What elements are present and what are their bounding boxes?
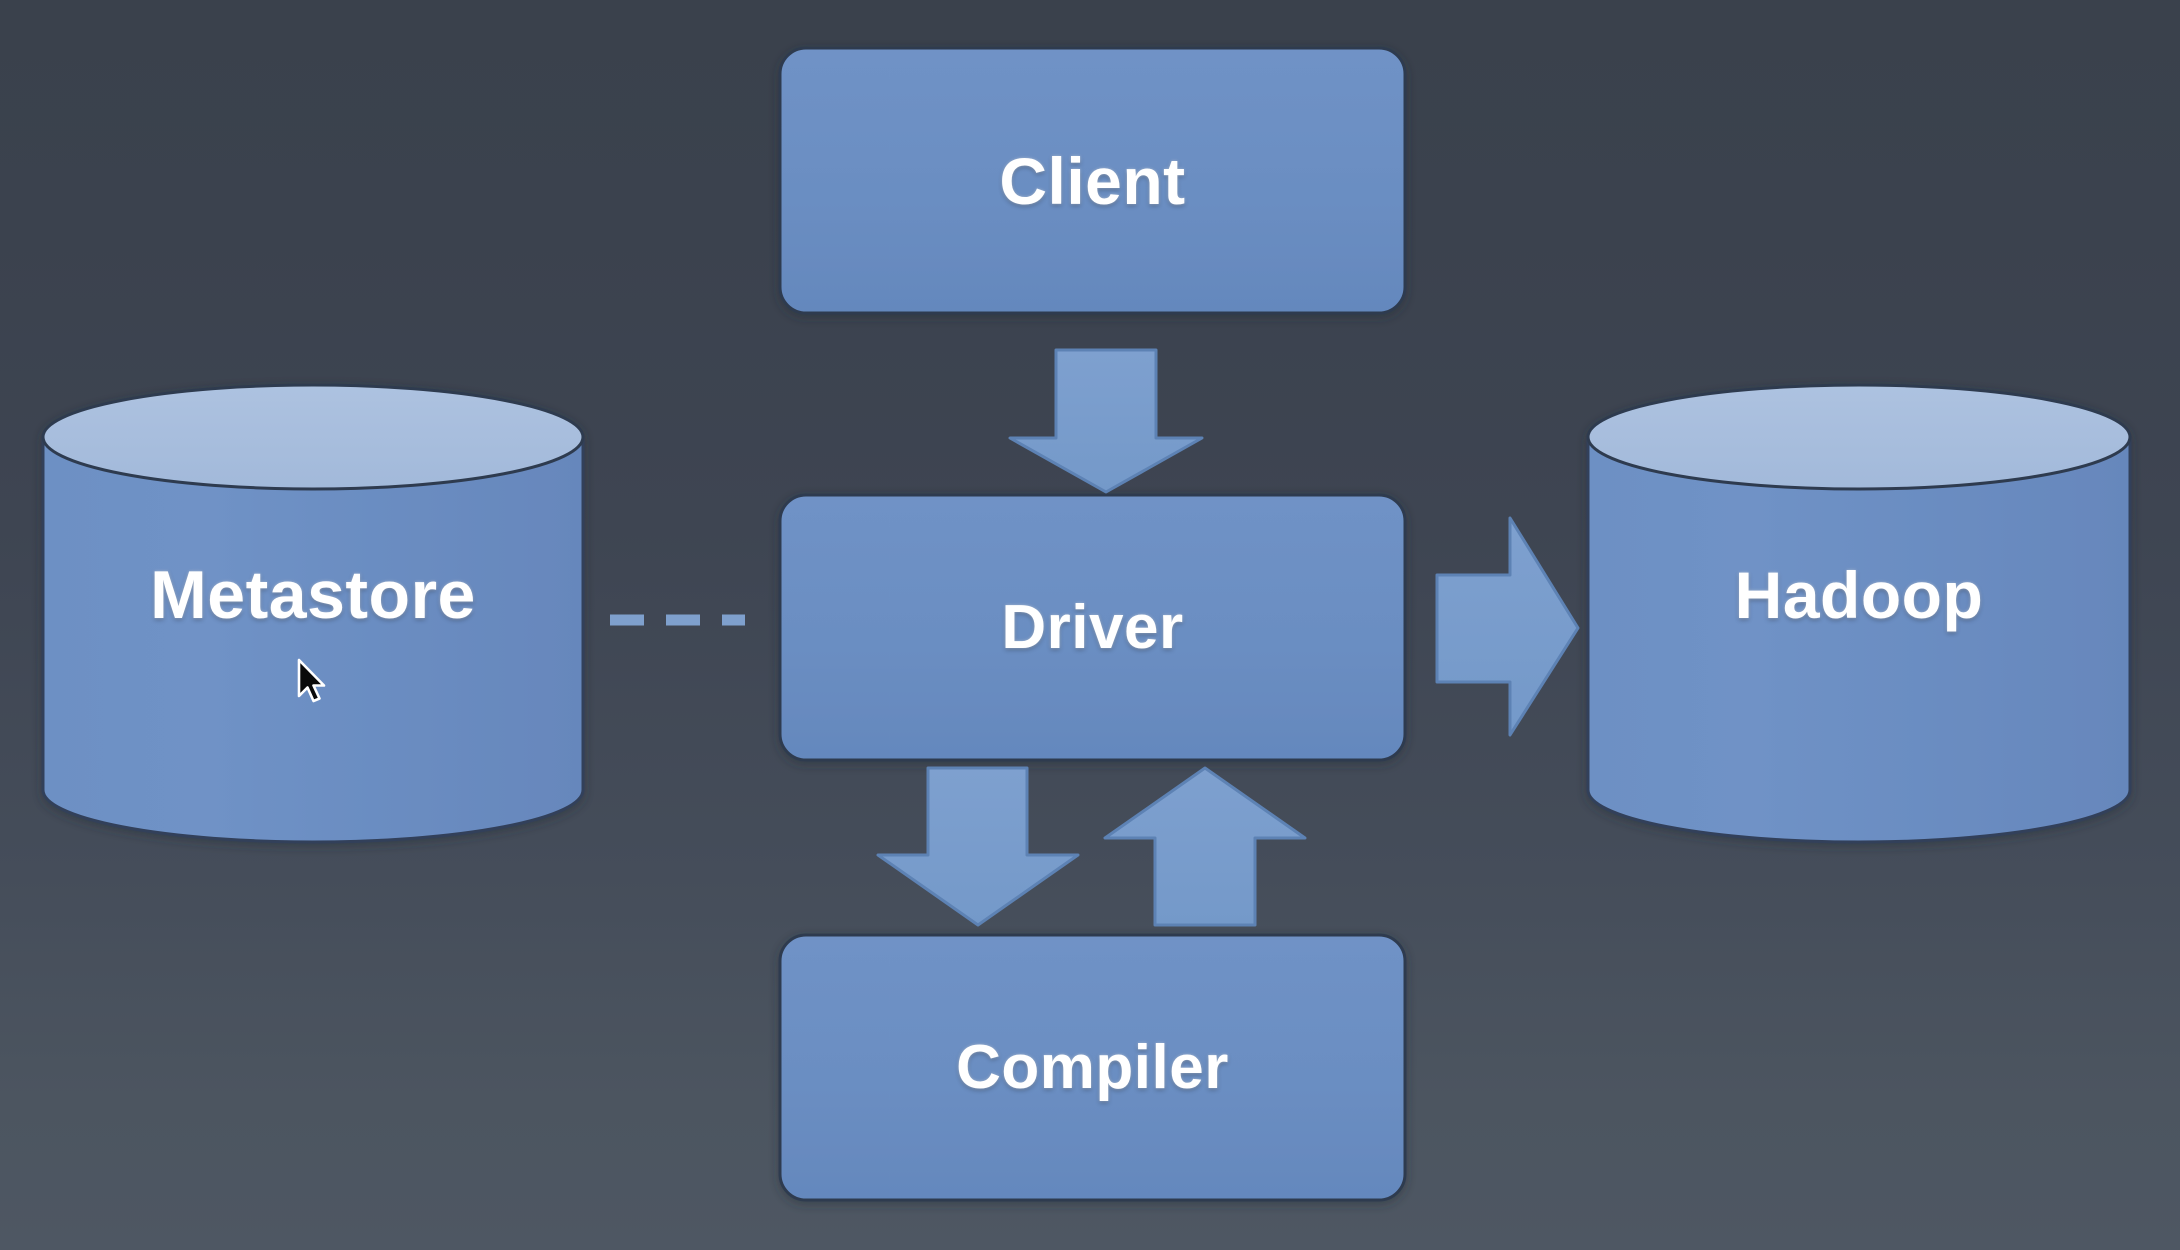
connector-client-to-driver-arrow-icon xyxy=(1008,348,1204,494)
node-hadoop[interactable] xyxy=(1586,383,2132,844)
node-compiler[interactable] xyxy=(778,933,1407,1202)
connector-driver-to-compiler-arrow-icon xyxy=(876,766,1080,927)
node-driver[interactable] xyxy=(778,493,1407,762)
connector-driver-to-hadoop-arrow-icon xyxy=(1435,516,1580,737)
node-metastore[interactable] xyxy=(41,383,585,844)
connector-compiler-to-driver-arrow-icon xyxy=(1103,766,1307,927)
node-client[interactable] xyxy=(778,46,1407,315)
